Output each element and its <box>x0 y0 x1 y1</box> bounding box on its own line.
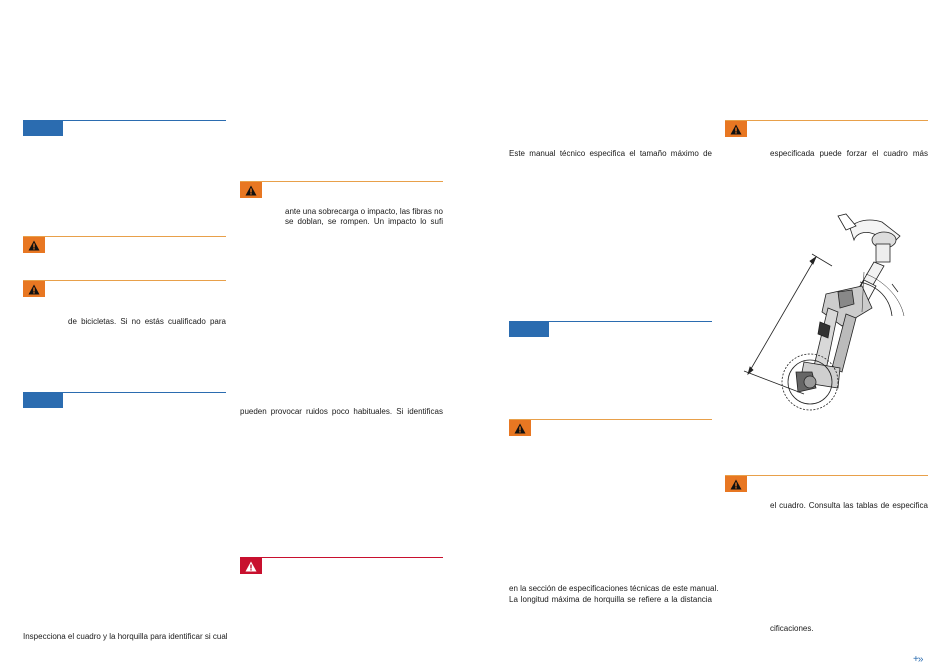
fork-diagram <box>743 213 905 411</box>
body-text: La longitud máxima de horquilla se refie… <box>509 595 712 604</box>
danger-rule <box>240 557 443 558</box>
body-text: cificaciones. <box>770 624 814 633</box>
warning-triangle-icon <box>730 479 742 489</box>
warning-rule <box>509 419 712 420</box>
note-rule <box>509 321 712 322</box>
body-text: de bicicletas. Si no estás cualificado p… <box>68 317 226 326</box>
warning-rule <box>23 280 226 281</box>
warning-icon-box <box>725 476 747 492</box>
double-chevron-right-icon: +» <box>913 654 923 665</box>
warning-triangle-icon <box>245 561 257 571</box>
warning-triangle-icon <box>245 185 257 195</box>
danger-icon-box <box>240 558 262 574</box>
warning-icon-box <box>240 182 262 198</box>
warning-icon-box <box>23 281 45 297</box>
body-text: Inspecciona el cuadro y la horquilla par… <box>23 632 228 641</box>
warning-icon-box <box>509 420 531 436</box>
note-tab <box>23 392 63 408</box>
warning-triangle-icon <box>730 124 742 134</box>
note-rule <box>23 120 226 121</box>
body-text: en la sección de especificaciones técnic… <box>509 584 719 593</box>
warning-triangle-icon <box>28 240 40 250</box>
body-text: Este manual técnico especifica el tamaño… <box>509 149 712 158</box>
body-text: se doblan, se rompen. Un impacto lo sufi <box>285 217 443 226</box>
warning-rule <box>240 181 443 182</box>
warning-rule <box>23 236 226 237</box>
body-text: pueden provocar ruidos poco habituales. … <box>240 407 443 416</box>
body-text: el cuadro. Consulta las tablas de especi… <box>770 501 928 510</box>
note-tab <box>23 120 63 136</box>
note-tab <box>509 321 549 337</box>
warning-icon-box <box>23 237 45 253</box>
warning-rule <box>725 475 928 476</box>
note-rule <box>23 392 226 393</box>
warning-rule <box>725 120 928 121</box>
body-text: especificada puede forzar el cuadro más <box>770 149 928 158</box>
warning-triangle-icon <box>514 423 526 433</box>
next-page-button[interactable]: +» <box>913 654 923 665</box>
warning-triangle-icon <box>28 284 40 294</box>
warning-icon-box <box>725 121 747 137</box>
body-text: ante una sobrecarga o impacto, las fibra… <box>285 207 443 216</box>
